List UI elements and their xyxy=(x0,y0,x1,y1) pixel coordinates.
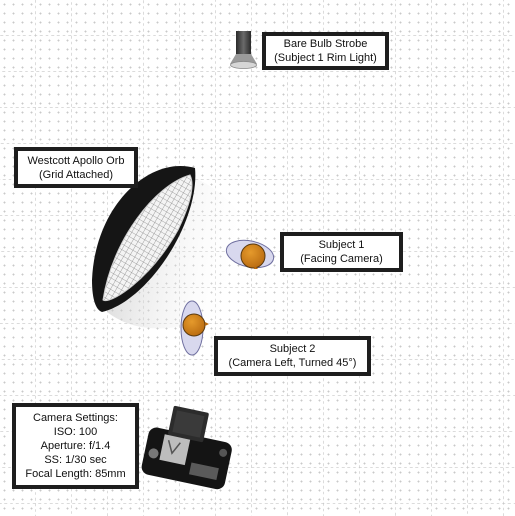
camera-aperture: Aperture: f/1.4 xyxy=(40,440,111,452)
camera-icon xyxy=(141,405,232,490)
camera-iso: ISO: 100 xyxy=(53,426,98,438)
orb-label-line2: (Grid Attached) xyxy=(39,168,113,181)
subject1-label-line1: Subject 1 xyxy=(318,239,365,251)
subject-icon xyxy=(225,239,275,269)
strobe-label-line1: Bare Bulb Strobe xyxy=(283,38,368,50)
subject2-label-line1: Subject 2 xyxy=(269,343,316,355)
camera-settings-title: Camera Settings: xyxy=(33,412,118,424)
strobe-icon xyxy=(230,31,257,69)
subject1-label: Subject 1 (Facing Camera) xyxy=(280,232,403,272)
strobe-label-line2: (Subject 1 Rim Light) xyxy=(274,52,377,64)
camera-focal-length: Focal Length: 85mm xyxy=(25,468,126,480)
subject2-label-line2: (Camera Left, Turned 45°) xyxy=(228,357,357,369)
orb-label: Westcott Apollo Orb (Grid Attached) xyxy=(14,147,138,188)
camera-shutter-speed: SS: 1/30 sec xyxy=(44,454,107,466)
orb-label-line1: Westcott Apollo Orb xyxy=(27,154,125,167)
camera-settings-label: Camera Settings: ISO: 100 Aperture: f/1.… xyxy=(12,403,139,489)
subject2-label: Subject 2 (Camera Left, Turned 45°) xyxy=(214,336,371,376)
softbox-icon xyxy=(92,165,252,329)
strobe-label: Bare Bulb Strobe (Subject 1 Rim Light) xyxy=(262,32,389,70)
subject-icon xyxy=(180,300,209,356)
subject1-label-line2: (Facing Camera) xyxy=(300,253,383,265)
